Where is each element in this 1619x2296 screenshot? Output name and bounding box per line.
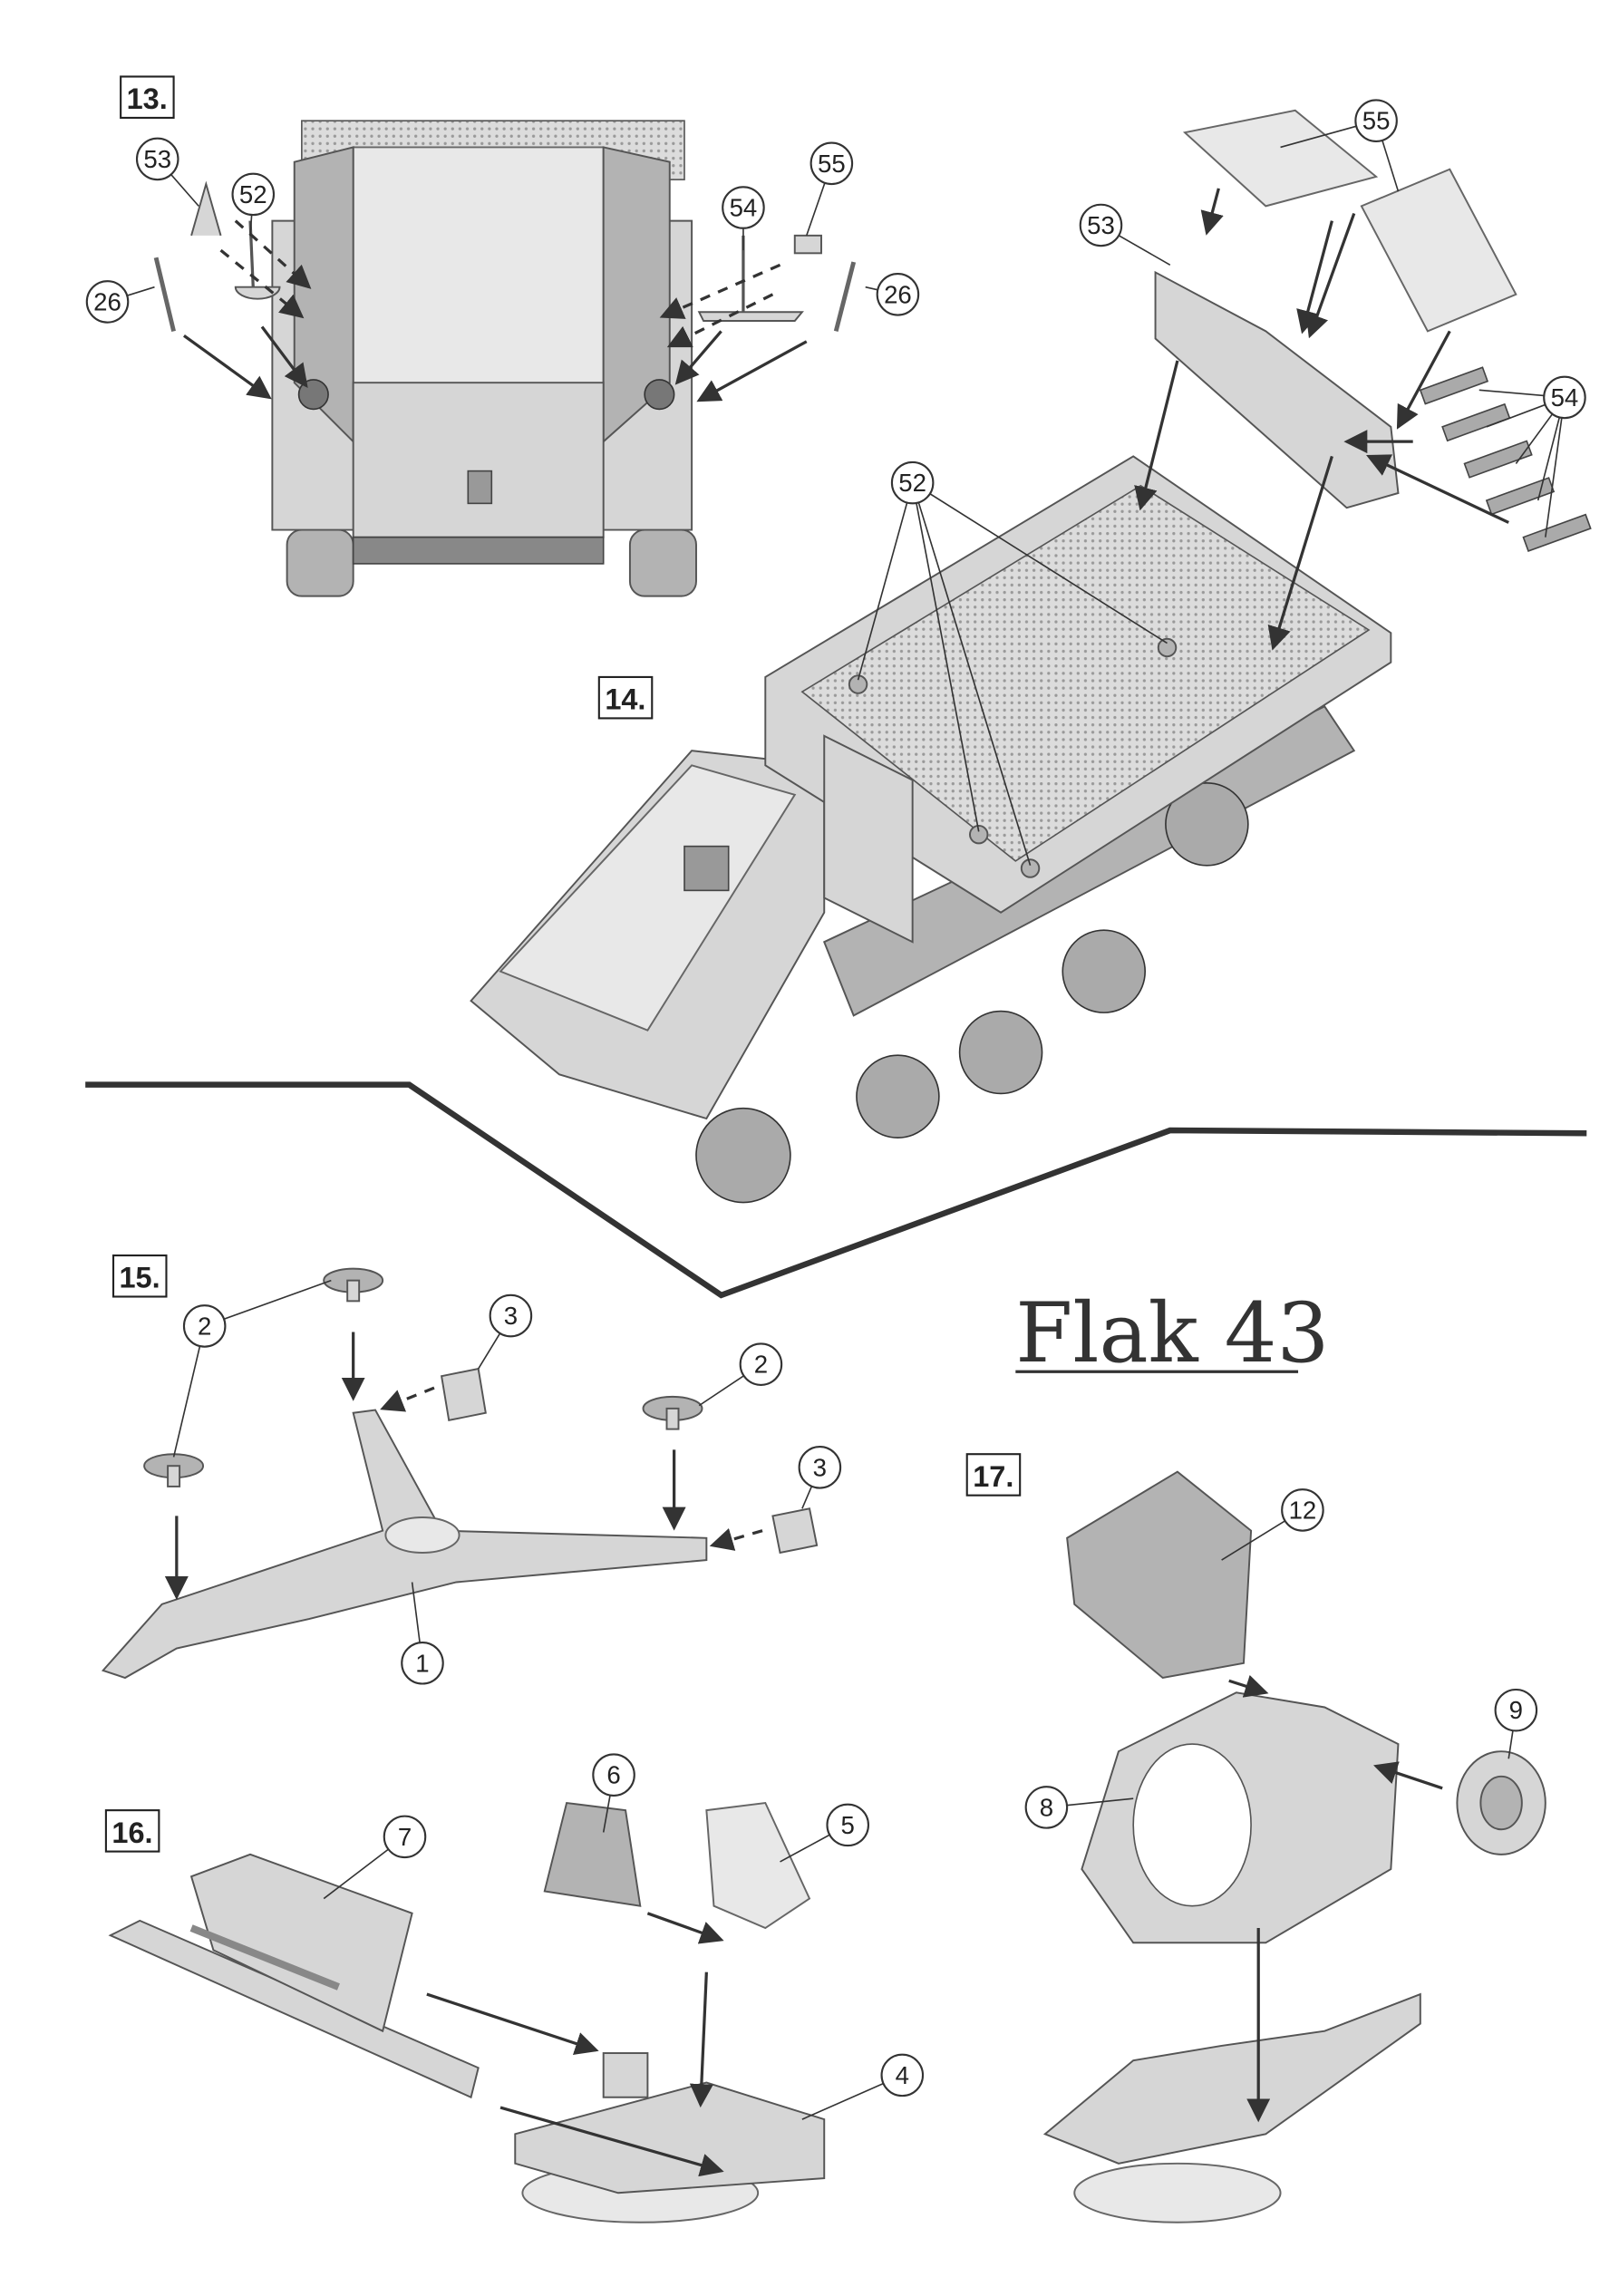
step-13-small-parts xyxy=(153,180,857,332)
callout-circle xyxy=(401,1641,444,1685)
part-callout-5: 5 xyxy=(826,1803,870,1847)
part-callout-7: 7 xyxy=(383,1815,427,1859)
callout-circle xyxy=(1543,375,1586,420)
callout-circle xyxy=(135,137,179,181)
callout-circle xyxy=(182,1304,227,1348)
callout-circle xyxy=(798,1446,842,1489)
part-callout-9: 9 xyxy=(1494,1688,1538,1732)
callout-circle xyxy=(489,1293,533,1338)
flak-43-title: Flak 43 xyxy=(1015,1286,1329,1381)
svg-text:13.: 13. xyxy=(127,82,168,115)
callout-circle xyxy=(876,273,920,316)
step-17-parts xyxy=(1042,1470,1546,2223)
callout-circle xyxy=(890,460,935,505)
callout-leader-line xyxy=(911,482,980,832)
callout-circle xyxy=(1354,99,1398,142)
callout-number: 54 xyxy=(1551,383,1579,412)
callout-circle xyxy=(1494,1688,1538,1732)
step-15-arrows xyxy=(164,1332,763,1600)
part-callout-52: 52 xyxy=(890,460,935,505)
callout-circle xyxy=(722,186,765,229)
svg-text:Flak 43: Flak 43 xyxy=(1015,1286,1329,1381)
step-14-stowage-parts xyxy=(1154,109,1592,552)
callout-number: 52 xyxy=(898,469,926,497)
callout-leader-line xyxy=(1545,397,1566,538)
step-16-arrows xyxy=(426,1912,724,2177)
callout-number: 1 xyxy=(415,1649,429,1677)
part-callout-4: 4 xyxy=(880,2053,925,2097)
callout-number: 8 xyxy=(1040,1793,1053,1821)
svg-text:14.: 14. xyxy=(605,683,645,716)
callout-number: 55 xyxy=(1362,107,1391,135)
callout-number: 2 xyxy=(754,1351,768,1379)
callout-circle xyxy=(1079,203,1123,247)
step-16-parts xyxy=(108,1801,826,2223)
step-17-label: 17. xyxy=(965,1453,1022,1497)
callout-circle xyxy=(1024,1786,1069,1829)
callout-circle xyxy=(810,141,854,186)
step-17-arrows xyxy=(1228,1674,1443,2123)
callout-circle xyxy=(85,280,130,324)
part-callout-12: 12 xyxy=(1281,1488,1324,1532)
callout-circle xyxy=(1281,1488,1324,1532)
callout-circle xyxy=(231,172,276,217)
callout-number: 55 xyxy=(818,150,846,178)
callout-number: 2 xyxy=(198,1312,211,1340)
part-callout-8: 8 xyxy=(1024,1786,1069,1829)
step-13-label: 13. xyxy=(120,75,175,120)
callout-number: 53 xyxy=(143,145,171,173)
callout-circle xyxy=(826,1803,870,1847)
svg-text:15.: 15. xyxy=(120,1262,160,1294)
part-callout-54: 54 xyxy=(1543,375,1586,420)
callout-circle xyxy=(383,1815,427,1859)
part-callout-1: 1 xyxy=(401,1641,444,1685)
callout-leader-line xyxy=(857,482,914,681)
part-callout-53: 53 xyxy=(135,137,179,181)
callout-number: 6 xyxy=(606,1761,620,1789)
callout-number: 26 xyxy=(93,287,121,315)
callout-leader-line xyxy=(911,482,1032,867)
callout-number: 5 xyxy=(841,1811,855,1839)
step-15-parts xyxy=(101,1267,819,1680)
callout-circle xyxy=(880,2053,925,2097)
svg-text:16.: 16. xyxy=(111,1816,152,1849)
step-16-label: 16. xyxy=(104,1809,160,1853)
callout-number: 7 xyxy=(398,1823,412,1851)
callout-circle xyxy=(592,1753,635,1797)
section-divider xyxy=(85,1081,1587,1299)
step-13-rear-view xyxy=(271,120,697,597)
step-14-halftrack xyxy=(470,455,1392,1204)
callout-circle xyxy=(739,1342,783,1386)
step-14-arrows xyxy=(1134,188,1509,651)
part-callout-55: 55 xyxy=(810,141,854,186)
callout-number: 4 xyxy=(896,2061,909,2089)
svg-text:17.: 17. xyxy=(973,1460,1013,1493)
part-callout-2: 2 xyxy=(182,1304,227,1348)
callout-number: 12 xyxy=(1289,1496,1317,1524)
part-callout-6: 6 xyxy=(592,1753,635,1797)
step-13-arrows xyxy=(183,219,808,402)
callout-leader-line xyxy=(204,1279,332,1327)
callout-number: 3 xyxy=(504,1302,518,1330)
part-callout-2: 2 xyxy=(739,1342,783,1386)
callout-leader-line xyxy=(912,481,1168,644)
part-callout-55: 55 xyxy=(1354,99,1398,142)
callout-number: 53 xyxy=(1087,211,1115,239)
part-callout-53: 53 xyxy=(1079,203,1123,247)
part-callout-3: 3 xyxy=(798,1446,842,1489)
part-callout-54: 54 xyxy=(722,186,765,229)
step-15-label: 15. xyxy=(111,1254,168,1298)
part-callout-26: 26 xyxy=(85,280,130,324)
part-callout-3: 3 xyxy=(489,1293,533,1338)
callout-number: 54 xyxy=(730,193,758,221)
callout-number: 52 xyxy=(239,180,267,208)
callout-number: 3 xyxy=(813,1453,827,1481)
part-callout-52: 52 xyxy=(231,172,276,217)
part-callout-26: 26 xyxy=(876,273,920,316)
callout-number: 9 xyxy=(1509,1696,1523,1724)
step-14-label: 14. xyxy=(597,675,654,720)
callout-number: 26 xyxy=(884,280,912,308)
callout-leader-line xyxy=(172,1325,206,1458)
